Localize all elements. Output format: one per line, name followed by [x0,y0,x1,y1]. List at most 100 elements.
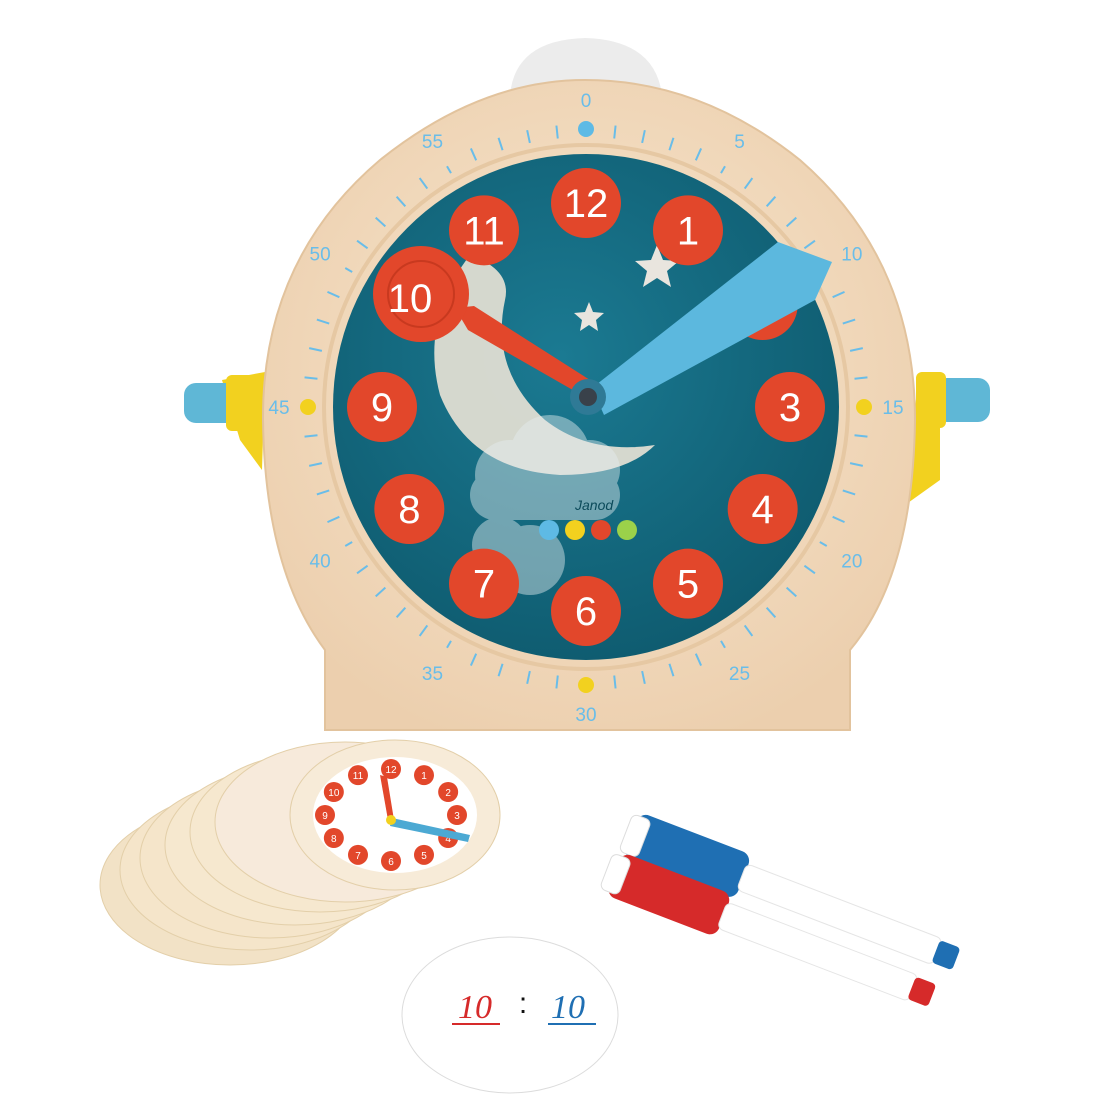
minute-tick [526,670,531,685]
minute-tick [765,196,777,208]
minute-tick [849,347,864,352]
minute-label: 10 [841,245,862,266]
quarter-marker [578,677,594,693]
answer-hours: 10 [458,989,492,1026]
minute-tick [842,489,856,496]
card-hour-disc [381,759,401,779]
minute-tick [327,290,340,299]
top-card-face [313,757,477,873]
minute-label: 50 [310,245,331,266]
minute-tick [469,148,478,161]
cloud-decoration [470,415,620,595]
star-icon [635,245,679,287]
card-hour-label: 2 [445,788,451,799]
quarter-marker [300,399,316,415]
face-rim [322,143,850,671]
red-marker[interactable] [598,849,940,1017]
hour-disc-12[interactable] [551,168,621,238]
minute-tick [316,318,330,325]
color-dot [617,520,637,540]
hour-disc-11[interactable] [449,195,519,266]
minute-tick [849,462,864,467]
hour-disc-9[interactable] [347,372,417,442]
minute-tick [854,376,868,380]
minute-tick [641,670,646,685]
card-hour-label: 9 [322,811,328,822]
minute-tick [832,515,845,524]
minute-label: 35 [422,664,443,685]
card-hour-disc [348,765,368,786]
answer-minutes: 10 [551,989,585,1026]
minute-tick [555,675,559,689]
blue-marker[interactable] [617,810,965,982]
quarter-marker [856,399,872,415]
minute-label: 40 [310,552,331,573]
minute-label: 55 [422,132,443,153]
minute-tick [344,267,353,273]
hour-disc-8[interactable] [374,474,445,544]
minute-tick [308,462,323,467]
hour-disc-label: 3 [779,386,801,430]
minute-tick [842,318,856,325]
minute-tick [327,515,340,524]
minute-tick [765,606,777,618]
minute-tick [316,489,330,496]
minute-tick [720,165,726,174]
hour-disc-label: 1 [677,209,699,253]
left-winding-knob[interactable] [184,372,265,470]
minute-tick [418,624,429,637]
card-hour-label: 5 [421,851,427,862]
moon-decoration [434,255,655,475]
minute-label: 20 [841,552,862,573]
minute-label: 0 [581,91,592,112]
minute-tick [526,129,531,144]
card-hour-disc [315,805,335,825]
quarter-marker [578,121,594,137]
minute-tick [497,663,504,677]
star-icon [574,302,604,331]
minute-tick [344,541,353,547]
card-hour-label: 11 [353,771,364,782]
minute-tick [613,675,617,689]
hour-disc-3[interactable] [755,372,825,442]
minute-tick [304,376,318,380]
brand-logo: Janod [574,497,614,513]
hour-disc-4[interactable] [727,474,798,544]
minute-tick [694,148,703,161]
right-winding-knob[interactable] [905,372,990,505]
hanging-tab [510,38,662,95]
minute-tick [304,434,318,438]
hour-disc-5[interactable] [653,548,723,619]
hour-disc-7[interactable] [449,548,519,619]
minute-tick [446,640,452,649]
minute-tick [555,125,559,139]
minute-tick [819,541,828,547]
minute-tick [418,177,429,190]
hour-hand[interactable] [373,246,590,393]
card-hour-label: 3 [454,811,460,822]
minute-label: 15 [882,398,903,419]
color-dots [539,520,637,540]
hour-disc-label: 11 [463,209,505,253]
minute-hand[interactable] [592,242,832,415]
card-hour-label: 7 [355,851,361,862]
minute-tick [375,586,387,598]
minute-tick [668,663,675,677]
answer-card: 10 : 10 [401,936,619,1094]
hour-disc-label: 5 [677,563,699,607]
hour-disc-1[interactable] [653,195,723,266]
hour-disc-label: 7 [473,563,495,607]
color-dot [539,520,559,540]
card-hour-label: 6 [388,857,394,868]
minute-label: 5 [734,132,745,153]
hour-disc-label: 12 [564,182,609,226]
card-hour-disc [447,805,467,825]
minute-tick [720,640,726,649]
minute-tick [356,564,369,575]
minute-tick [395,606,407,618]
minute-tick [803,239,816,250]
hour-disc-label: 8 [398,488,420,532]
hour-disc-6[interactable] [551,576,621,646]
